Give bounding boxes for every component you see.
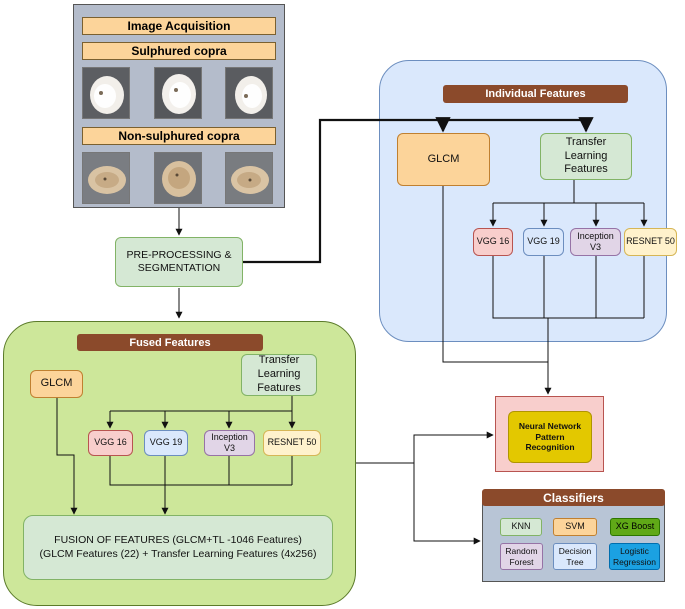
arrow-preprocessing-to-individual (243, 118, 586, 264)
non-sulphured-copra-label: Non-sulphured copra (82, 127, 276, 145)
classifier-decision-tree-label: Decision Tree (558, 545, 592, 567)
classifier-knn: KNN (500, 518, 542, 536)
arrow-fused-glcm-to-fusion (56, 398, 78, 515)
fused-inceptionv3-box: Inception V3 (204, 430, 255, 456)
fused-vgg19-box: VGG 19 (144, 430, 188, 456)
non-sulphured-copra-image-3 (225, 152, 273, 204)
classifier-logistic-regression: Logistic Regression (609, 543, 660, 570)
preprocessing-label: PRE-PROCESSING & SEGMENTATION (126, 248, 232, 274)
classifier-random-forest: Random Forest (500, 543, 543, 570)
sulphured-copra-label: Sulphured copra (82, 42, 276, 60)
sulphured-copra-image-1 (82, 67, 130, 119)
connector-ind-glcm-down (442, 186, 548, 363)
fusion-of-features-box: FUSION OF FEATURES (GLCM+TL -1046 Featur… (23, 515, 333, 580)
individual-glcm-box: GLCM (397, 133, 490, 186)
classifier-decision-tree: Decision Tree (553, 543, 597, 570)
individual-vgg19-box: VGG 19 (523, 228, 564, 256)
fused-features-title: Fused Features (77, 334, 263, 351)
neural-network-box: Neural Network Pattern Recognition (508, 411, 592, 463)
individual-vgg16-box: VGG 16 (473, 228, 513, 256)
classifier-xgboost: XG Boost (610, 518, 660, 536)
non-sulphured-copra-image-2 (154, 152, 202, 204)
fused-glcm-box: GLCM (30, 370, 83, 398)
non-sulphured-copra-image-1 (82, 152, 130, 204)
connector-fused-transfer-split (110, 396, 293, 412)
classifiers-title: Classifiers (482, 489, 665, 506)
fused-resnet50-box: RESNET 50 (263, 430, 321, 456)
arrow-fused-to-neural (413, 431, 494, 463)
connector-individual-transfer-split (493, 180, 644, 204)
individual-transfer-learning-box: Transfer Learning Features (540, 133, 632, 180)
classifier-random-forest-label: Random Forest (505, 545, 538, 567)
fusion-line-1: FUSION OF FEATURES (GLCM+TL -1046 Featur… (54, 534, 302, 547)
classifier-logistic-regression-label: Logistic Regression (613, 545, 656, 567)
preprocessing-segmentation-box: PRE-PROCESSING & SEGMENTATION (115, 237, 243, 287)
sulphured-copra-image-2 (154, 67, 202, 119)
connector-ind-models-merge (492, 256, 645, 319)
individual-resnet50-box: RESNET 50 (624, 228, 677, 256)
sulphured-copra-image-3 (225, 67, 273, 119)
individual-inceptionv3-label: Inception V3 (577, 230, 614, 252)
arrow-fused-to-classifiers (413, 463, 481, 545)
fused-inceptionv3-label: Inception V3 (211, 431, 248, 453)
fusion-line-2: (GLCM Features (22) + Transfer Learning … (39, 547, 317, 560)
neural-network-label: Neural Network Pattern Recognition (518, 421, 582, 453)
individual-features-title: Individual Features (443, 85, 628, 103)
individual-features-panel (379, 60, 667, 342)
fused-transfer-learning-label: Transfer Learning Features (257, 354, 301, 394)
connector-fused-models-merge (109, 456, 293, 486)
individual-transfer-learning-label: Transfer Learning Features (564, 135, 608, 176)
image-acquisition-title: Image Acquisition (82, 17, 276, 35)
fused-transfer-learning-box: Transfer Learning Features (241, 354, 317, 396)
individual-inceptionv3-box: Inception V3 (570, 228, 621, 256)
fused-vgg16-box: VGG 16 (88, 430, 133, 456)
classifier-svm: SVM (553, 518, 597, 536)
